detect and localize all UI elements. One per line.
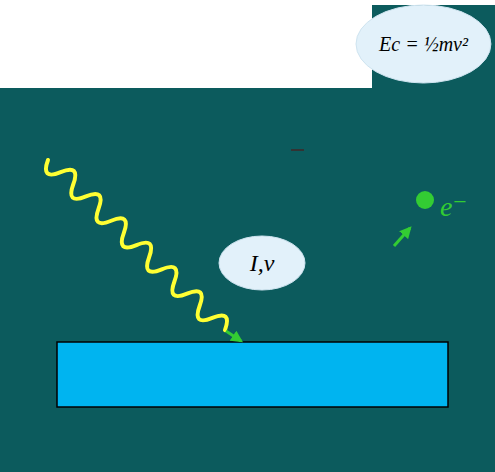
ellipse-shape (356, 5, 491, 83)
background (0, 5, 495, 472)
ellipse-shape (219, 236, 305, 290)
photon-arrow (226, 331, 241, 341)
dash-mark (291, 149, 304, 151)
formula-text: Ec = ½mv² (379, 33, 468, 56)
metal-plate (57, 342, 448, 407)
formula-ellipse: I,ν (218, 235, 306, 291)
formula-ellipse: Ec = ½mv² (355, 4, 492, 84)
electron-label: e⁻ (440, 190, 467, 223)
formula-text: I,ν (250, 250, 275, 277)
photon-wave (46, 160, 227, 330)
electron-arrow (394, 228, 410, 246)
electron-dot (416, 191, 434, 209)
